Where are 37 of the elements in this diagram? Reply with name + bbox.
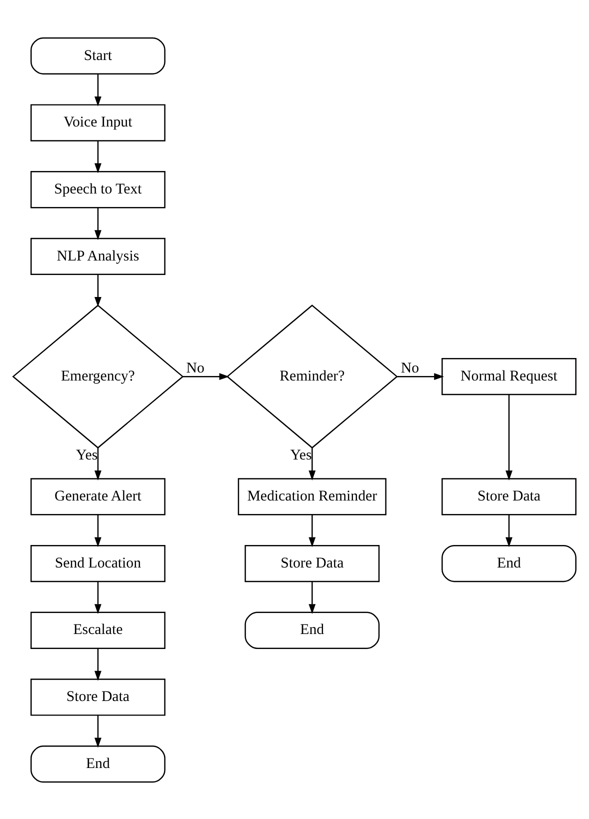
arrow [94, 274, 102, 306]
edge-label: Yes [290, 446, 312, 463]
arrow [94, 207, 102, 240]
node-box: End [244, 611, 380, 648]
node-box: Speech to Text [30, 170, 166, 208]
edge-label: No [186, 360, 204, 376]
node-box: Normal Request [442, 358, 576, 395]
node-box: End [442, 544, 576, 582]
node-box: Escalate [30, 611, 166, 648]
node-box: Medication Reminder [238, 478, 386, 515]
edge-label: Yes [76, 446, 98, 463]
arrow [397, 372, 444, 380]
arrow [94, 514, 102, 547]
arrow [94, 714, 102, 748]
node-box: Store Data [442, 478, 576, 515]
arrow [94, 581, 102, 614]
edge-label: No [400, 360, 420, 376]
node-diamond: Reminder? [226, 304, 398, 448]
arrow [506, 514, 512, 547]
node-box: Voice Input [30, 104, 166, 141]
node-box: NLP Analysis [30, 237, 166, 275]
arrow [94, 447, 102, 480]
node-box: Store Data [244, 544, 380, 582]
node-box: Store Data [30, 678, 166, 716]
arrow [94, 140, 102, 173]
arrow [506, 394, 512, 480]
node-box: End [30, 745, 166, 782]
arrow [182, 372, 230, 380]
node-diamond: Emergency? [12, 304, 184, 448]
arrow [94, 648, 102, 680]
arrow [94, 74, 102, 106]
arrow [308, 447, 316, 480]
arrow [308, 514, 316, 547]
node-box: Generate Alert [30, 478, 166, 515]
node-box: Send Location [30, 544, 166, 582]
node-box: Start [30, 36, 166, 74]
arrow [308, 581, 316, 614]
